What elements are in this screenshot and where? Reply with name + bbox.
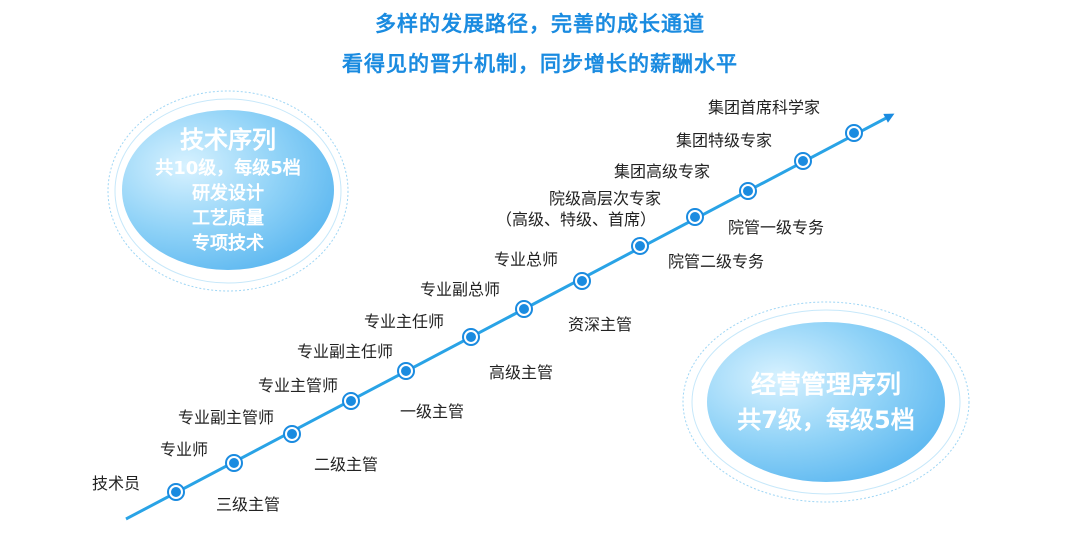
level-node-dot bbox=[229, 458, 239, 468]
mgmt-level-label: 二级主管 bbox=[314, 455, 379, 474]
tech-level-label: 集团高级专家 bbox=[614, 162, 711, 181]
headline-line-2: 看得见的晋升机制，同步增长的薪酬水平 bbox=[342, 52, 738, 76]
mgmt-level-label: 高级主管 bbox=[489, 363, 554, 382]
management-track-bubble: 经营管理序列 共7级，每级5档 bbox=[707, 322, 945, 482]
technical-track-line-4: 专项技术 bbox=[192, 233, 264, 254]
tech-level-label: 集团首席科学家 bbox=[708, 98, 821, 117]
tech-level-label: 专业主管师 bbox=[258, 376, 339, 395]
level-node-dot bbox=[519, 304, 529, 314]
level-node-dot bbox=[849, 128, 859, 138]
level-node-dot bbox=[577, 276, 587, 286]
mgmt-level-label: 资深主管 bbox=[568, 315, 633, 334]
tech-level-label: 专业副主管师 bbox=[178, 408, 275, 427]
mgmt-bubble-ring-inner bbox=[691, 309, 961, 495]
tech-bubble-ring-inner bbox=[114, 98, 342, 284]
tech-level-label: 专业副主任师 bbox=[297, 342, 394, 361]
mgmt-level-label: 院管一级专务 bbox=[728, 218, 825, 237]
tech-level-label: 集团特级专家 bbox=[676, 131, 773, 150]
tech-level-label: 专业主任师 bbox=[364, 312, 445, 331]
level-node-dot bbox=[171, 487, 181, 497]
mgmt-bubble-ring-outer bbox=[682, 301, 970, 503]
mgmt-level-label: 院管二级专务 bbox=[668, 252, 765, 271]
tech-level-label: 专业副总师 bbox=[420, 280, 501, 299]
level-node-dot bbox=[346, 396, 356, 406]
tech-level-label: 专业总师 bbox=[494, 250, 559, 269]
technical-track-line-1: 共10级，每级5档 bbox=[155, 158, 301, 179]
technical-track-title: 技术序列 bbox=[180, 126, 276, 154]
management-track-subtitle: 共7级，每级5档 bbox=[737, 406, 915, 434]
level-node-dot bbox=[401, 366, 411, 376]
technical-track-line-2: 研发设计 bbox=[192, 183, 264, 204]
level-node-dot bbox=[798, 156, 808, 166]
level-node-dot bbox=[287, 429, 297, 439]
tech-bubble-ring-outer bbox=[107, 90, 349, 292]
tech-level-label: 院级高层次专家 bbox=[549, 189, 662, 208]
level-node-dot bbox=[466, 332, 476, 342]
tech-level-label: 技术员 bbox=[92, 474, 141, 493]
mgmt-level-label: 三级主管 bbox=[216, 495, 281, 514]
level-node-dot bbox=[743, 186, 753, 196]
mgmt-level-label: 一级主管 bbox=[400, 402, 465, 421]
level-node-dot bbox=[690, 212, 700, 222]
headline-line-1: 多样的发展路径，完善的成长通道 bbox=[375, 12, 705, 36]
technical-track-bubble: 技术序列 共10级，每级5档 研发设计 工艺质量 专项技术 bbox=[122, 110, 334, 270]
growth-arrow-line bbox=[125, 113, 895, 521]
tech-level-label-note: （高级、特级、首席） bbox=[496, 210, 657, 229]
level-node-dot bbox=[635, 241, 645, 251]
management-track-title: 经营管理序列 bbox=[750, 370, 901, 399]
level-nodes bbox=[167, 124, 863, 501]
technical-track-line-3: 工艺质量 bbox=[192, 208, 264, 229]
tech-level-label: 专业师 bbox=[160, 440, 209, 459]
